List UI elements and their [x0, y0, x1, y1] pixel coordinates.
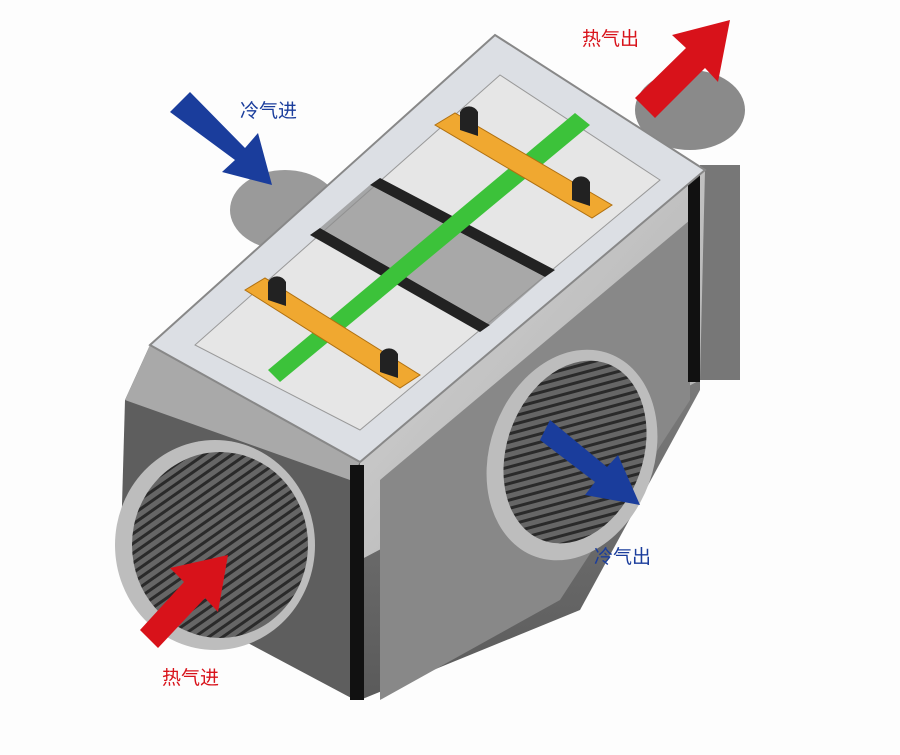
cold-out-label: 冷气出 — [594, 546, 652, 568]
hot-out-label: 热气出 — [582, 28, 640, 50]
bracket-upper — [434, 112, 613, 219]
hot-in-label: 热气进 — [162, 667, 220, 689]
bracket-lower — [244, 277, 421, 389]
right-corner-post — [688, 172, 700, 382]
cold-in-arrow — [170, 92, 272, 185]
cold-out-arrow — [540, 420, 640, 505]
front-left-upper-band — [125, 345, 360, 480]
back-right-flange — [700, 165, 740, 380]
green-strip — [268, 113, 590, 382]
cold-in-label: 冷气进 — [240, 100, 298, 122]
front-corner-post — [350, 465, 364, 700]
hot-out-arrow — [635, 20, 730, 118]
hot-in-arrow — [140, 555, 228, 648]
lifting-lug — [268, 106, 590, 378]
